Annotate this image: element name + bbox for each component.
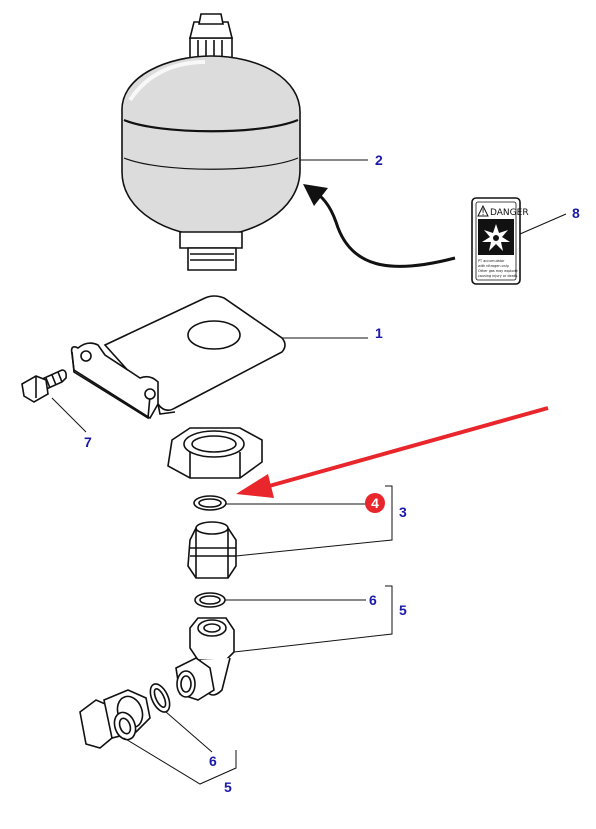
leader-lines <box>51 159 567 785</box>
warning-label-line1: PT accumulator <box>478 259 505 263</box>
highlight-arrow <box>236 406 549 498</box>
callout-6-upper[interactable]: 6 <box>369 592 377 608</box>
o-ring-4 <box>193 495 227 511</box>
callout-badge-4[interactable]: 4 <box>365 493 385 513</box>
callout-8[interactable]: 8 <box>572 205 580 221</box>
adapter-fitting <box>187 521 237 579</box>
accumulator <box>121 13 301 271</box>
callout-numbers: 2 8 1 7 3 6 5 6 5 <box>84 152 580 795</box>
warning-label-title: DANGER <box>490 208 529 218</box>
callout-6-lower[interactable]: 6 <box>209 753 217 769</box>
warning-label: ! DANGER PT accumulator with nitrogen on… <box>471 197 529 285</box>
hex-nut <box>167 427 263 479</box>
o-ring-6-upper <box>194 592 226 608</box>
bolt <box>21 369 67 403</box>
callout-4-label: 4 <box>371 495 379 511</box>
callout-1[interactable]: 1 <box>375 325 383 341</box>
callout-7[interactable]: 7 <box>84 434 92 450</box>
mounting-bracket <box>70 295 286 420</box>
o-ring-6-lower <box>149 683 171 713</box>
warning-label-line3: Other gas may explode <box>478 269 518 273</box>
warning-label-line4: causing injury or death. <box>478 274 518 278</box>
warning-label-line2: with nitrogen only. <box>478 264 509 268</box>
label-placement-arrow <box>303 184 456 268</box>
callout-5-upper[interactable]: 5 <box>399 602 407 618</box>
warning-triangle-icon: ! <box>477 204 489 218</box>
elbow-fitting-lower <box>79 689 151 749</box>
callout-5-lower[interactable]: 5 <box>224 779 232 795</box>
callout-2[interactable]: 2 <box>375 152 383 168</box>
svg-text:!: ! <box>481 208 485 218</box>
callout-3[interactable]: 3 <box>399 504 407 520</box>
explosion-icon <box>482 224 510 251</box>
elbow-fitting-upper <box>175 617 235 701</box>
